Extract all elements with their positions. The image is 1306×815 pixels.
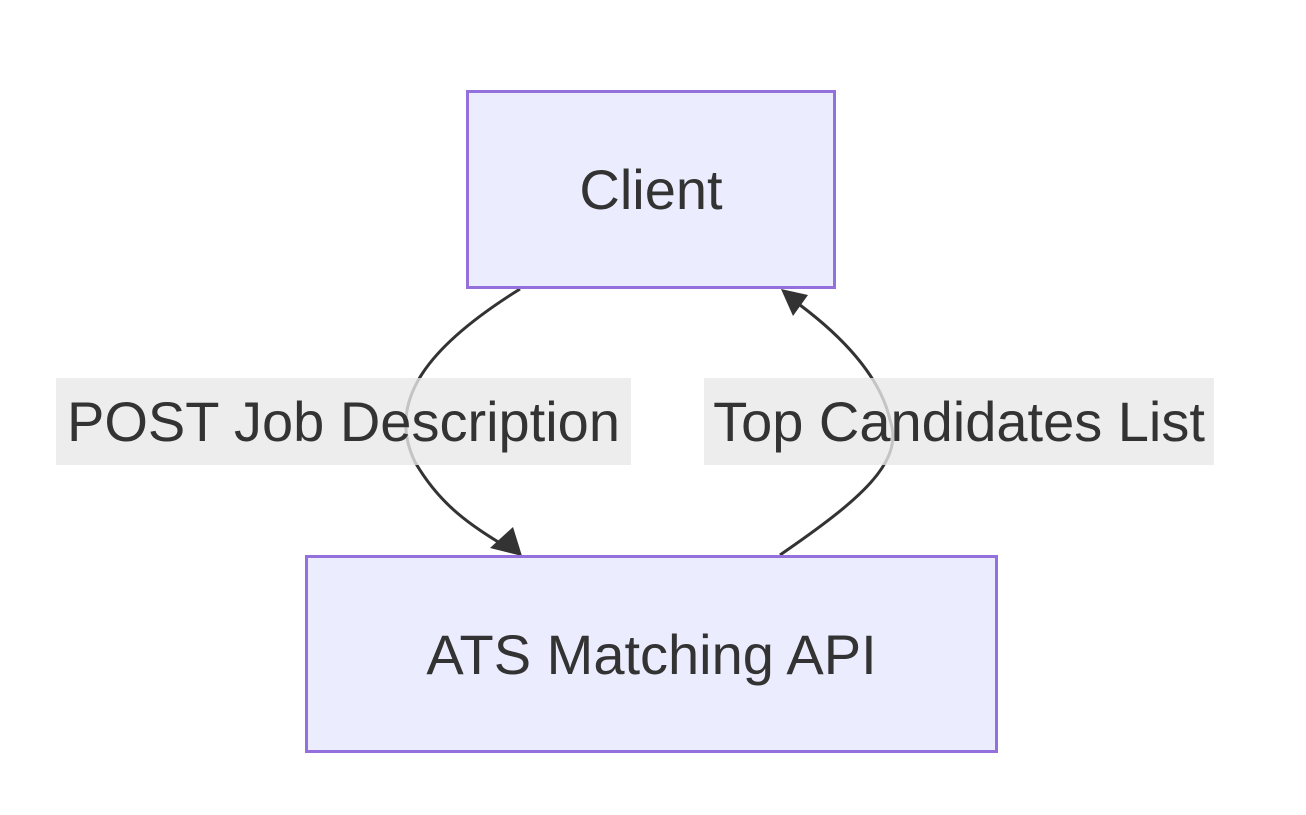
ats-matching-api-node[interactable]: ATS Matching API xyxy=(305,555,998,753)
client-node-label: Client xyxy=(579,158,723,221)
edge-label-top-candidates-list: Top Candidates List xyxy=(704,378,1214,465)
edge-label-post-text: POST Job Description xyxy=(67,390,620,453)
edge-label-post-job-description: POST Job Description xyxy=(56,378,631,465)
ats-matching-api-node-label: ATS Matching API xyxy=(426,622,877,686)
client-node[interactable]: Client xyxy=(466,90,836,289)
edge-request-arrowhead xyxy=(490,527,522,556)
edge-response-arrowhead xyxy=(781,289,808,316)
edge-label-candidates-text: Top Candidates List xyxy=(713,390,1205,453)
